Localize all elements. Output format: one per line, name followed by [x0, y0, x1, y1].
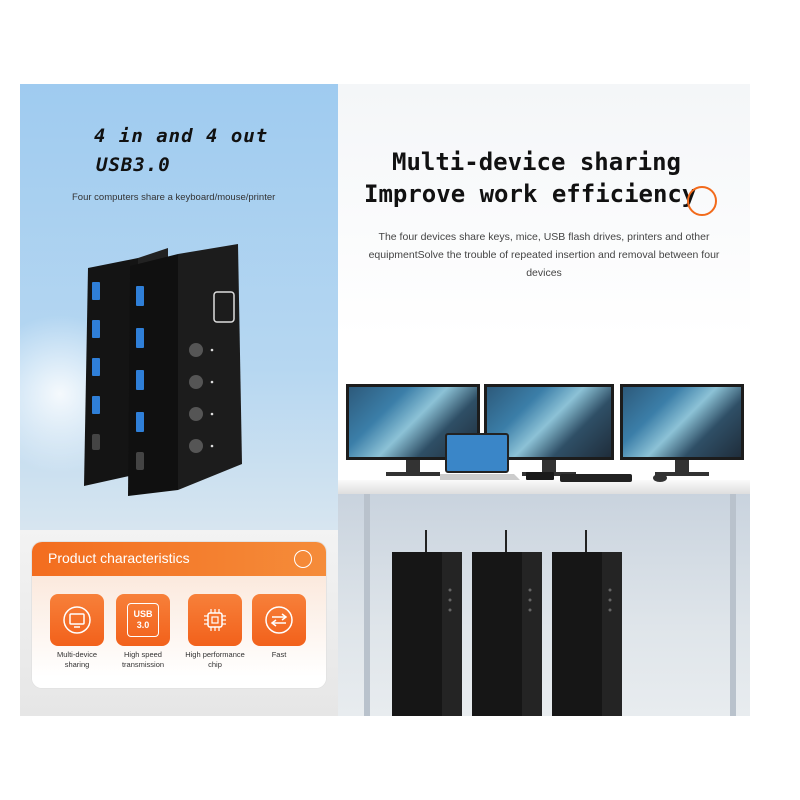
feature-label: High speed transmission — [121, 650, 165, 669]
monitor-base — [386, 472, 440, 476]
monitor-base — [655, 472, 709, 476]
left-subtitle: Four computers share a keyboard/mouse/pr… — [72, 192, 276, 203]
card-title: Product characteristics — [48, 550, 190, 566]
computer-tower-3 — [552, 530, 622, 716]
keyboard — [560, 474, 632, 482]
usb-switch-on-desk — [526, 472, 554, 480]
feature-label: Multi-device sharing — [56, 650, 97, 669]
monitor-stand — [675, 460, 689, 472]
feature-multi-device: Multi-device sharing — [44, 594, 110, 716]
feature-fast: Fast — [246, 594, 312, 716]
circle-icon — [687, 186, 717, 216]
desk-top — [338, 480, 750, 494]
usb-switch-products-image — [84, 244, 242, 496]
usb30-icon: USB 3.0 — [116, 594, 170, 646]
mouse — [653, 474, 667, 482]
multi-device-icon — [50, 594, 104, 646]
feature-label: High performance chip — [185, 650, 245, 669]
usb30-icon-text: USB 3.0 — [127, 603, 159, 637]
desk-leg — [730, 494, 736, 716]
chip-icon — [188, 594, 242, 646]
monitor-stand — [406, 460, 420, 472]
feature-label: Fast — [271, 650, 287, 659]
desk-peripherals — [560, 474, 667, 482]
usb-switch-front — [128, 244, 242, 496]
arrows-icon — [252, 594, 306, 646]
right-headline-line-1: Multi-device sharing — [392, 148, 681, 176]
card-header: Product characteristics — [32, 542, 326, 576]
feature-high-speed: USB 3.0 High speed transmission — [110, 594, 176, 716]
monitor-stand — [542, 460, 556, 472]
monitor-right — [620, 384, 744, 480]
feature-chip: High performance chip — [182, 594, 248, 716]
circle-icon — [294, 550, 312, 568]
computer-tower-1 — [392, 530, 462, 716]
monitor-screen — [620, 384, 744, 460]
desk-leg — [364, 494, 370, 716]
laptop — [440, 433, 520, 480]
headline-line-1: 4 in and 4 out — [94, 125, 269, 147]
right-description: The four devices share keys, mice, USB f… — [368, 231, 720, 279]
headline-line-2: USB3.0 — [96, 154, 171, 176]
right-headline-line-2: Improve work efficiency — [364, 180, 697, 208]
computer-tower-2 — [472, 530, 542, 716]
